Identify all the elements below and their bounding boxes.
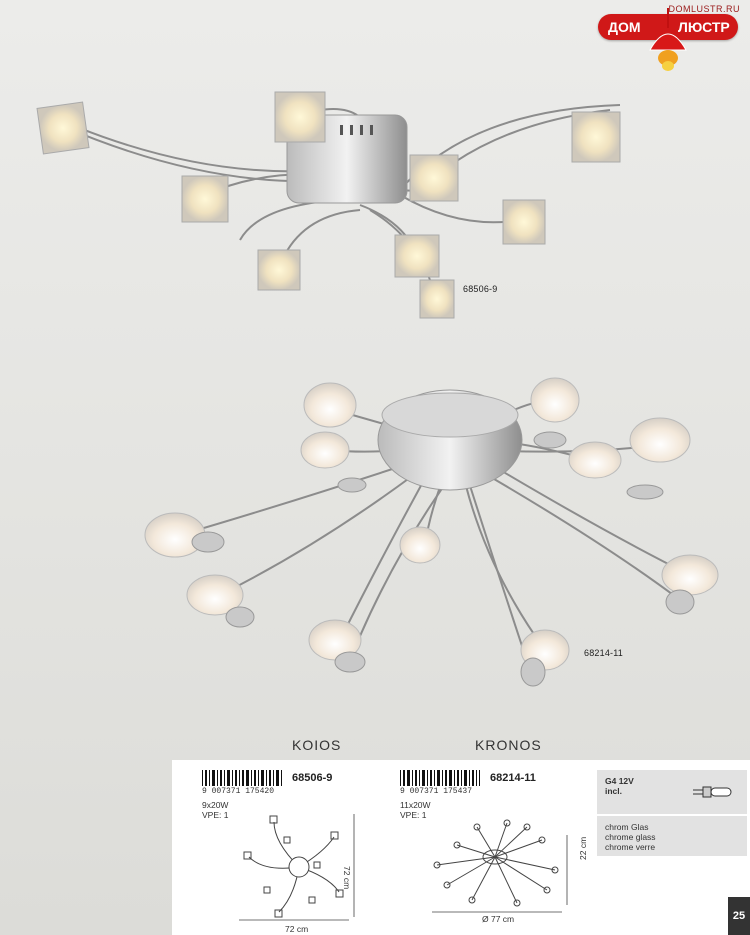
kronos-glass-flowers bbox=[144, 377, 719, 671]
koios-vpe: VPE: 1 bbox=[202, 810, 229, 820]
kronos-dimension-drawing bbox=[432, 819, 568, 913]
brand-logo: DOMLUSTR.RU ДОМ ЛЮСТР bbox=[594, 4, 744, 74]
logo-url: DOMLUSTR.RU bbox=[668, 4, 740, 14]
g4-bulb-icon bbox=[693, 786, 732, 798]
bulb-info-box: G4 12V incl. bbox=[597, 770, 747, 814]
koios-height-dim: 72 cm bbox=[342, 866, 352, 890]
material-fr: chrome verre bbox=[605, 842, 656, 852]
koios-width-dim: 72 cm bbox=[285, 924, 309, 934]
bulb-included: incl. bbox=[605, 786, 623, 796]
koios-photo-label: 68506-9 bbox=[463, 284, 498, 294]
page-number: 25 bbox=[728, 897, 750, 935]
logo-word-1: ДОМ bbox=[608, 19, 641, 35]
koios-barcode bbox=[202, 770, 282, 786]
kronos-vpe: VPE: 1 bbox=[400, 810, 427, 820]
koios-code: 68506-9 bbox=[292, 772, 333, 784]
koios-title: KOIOS bbox=[292, 737, 342, 753]
spec-panel: 9 007371 175420 68506-9 9x20W VPE: 1 72 … bbox=[172, 760, 750, 935]
materials-box: chrom Glas chrome glass chrome verre bbox=[597, 816, 747, 856]
kronos-title: KRONOS bbox=[475, 737, 542, 753]
kronos-barcode-number: 9 007371 175437 bbox=[400, 787, 473, 796]
koios-glass-cubes bbox=[36, 91, 621, 319]
koios-dimension-drawing bbox=[239, 814, 355, 921]
kronos-code: 68214-11 bbox=[490, 772, 536, 784]
material-en: chrome glass bbox=[605, 832, 656, 842]
kronos-width-dim: Ø 77 cm bbox=[482, 914, 515, 924]
lamp-icon bbox=[649, 8, 687, 71]
logo-word-2: ЛЮСТР bbox=[678, 19, 730, 35]
kronos-photo-label: 68214-11 bbox=[584, 648, 623, 658]
kronos-lamps: 11x20W bbox=[400, 800, 431, 810]
product-photo bbox=[36, 91, 719, 687]
koios-barcode-number: 9 007371 175420 bbox=[202, 787, 275, 796]
bulb-type: G4 12V bbox=[605, 776, 634, 786]
koios-lamps: 9x20W bbox=[202, 800, 229, 810]
material-de: chrom Glas bbox=[605, 822, 649, 832]
kronos-height-dim: 22 cm bbox=[578, 836, 588, 860]
kronos-barcode bbox=[400, 770, 480, 786]
